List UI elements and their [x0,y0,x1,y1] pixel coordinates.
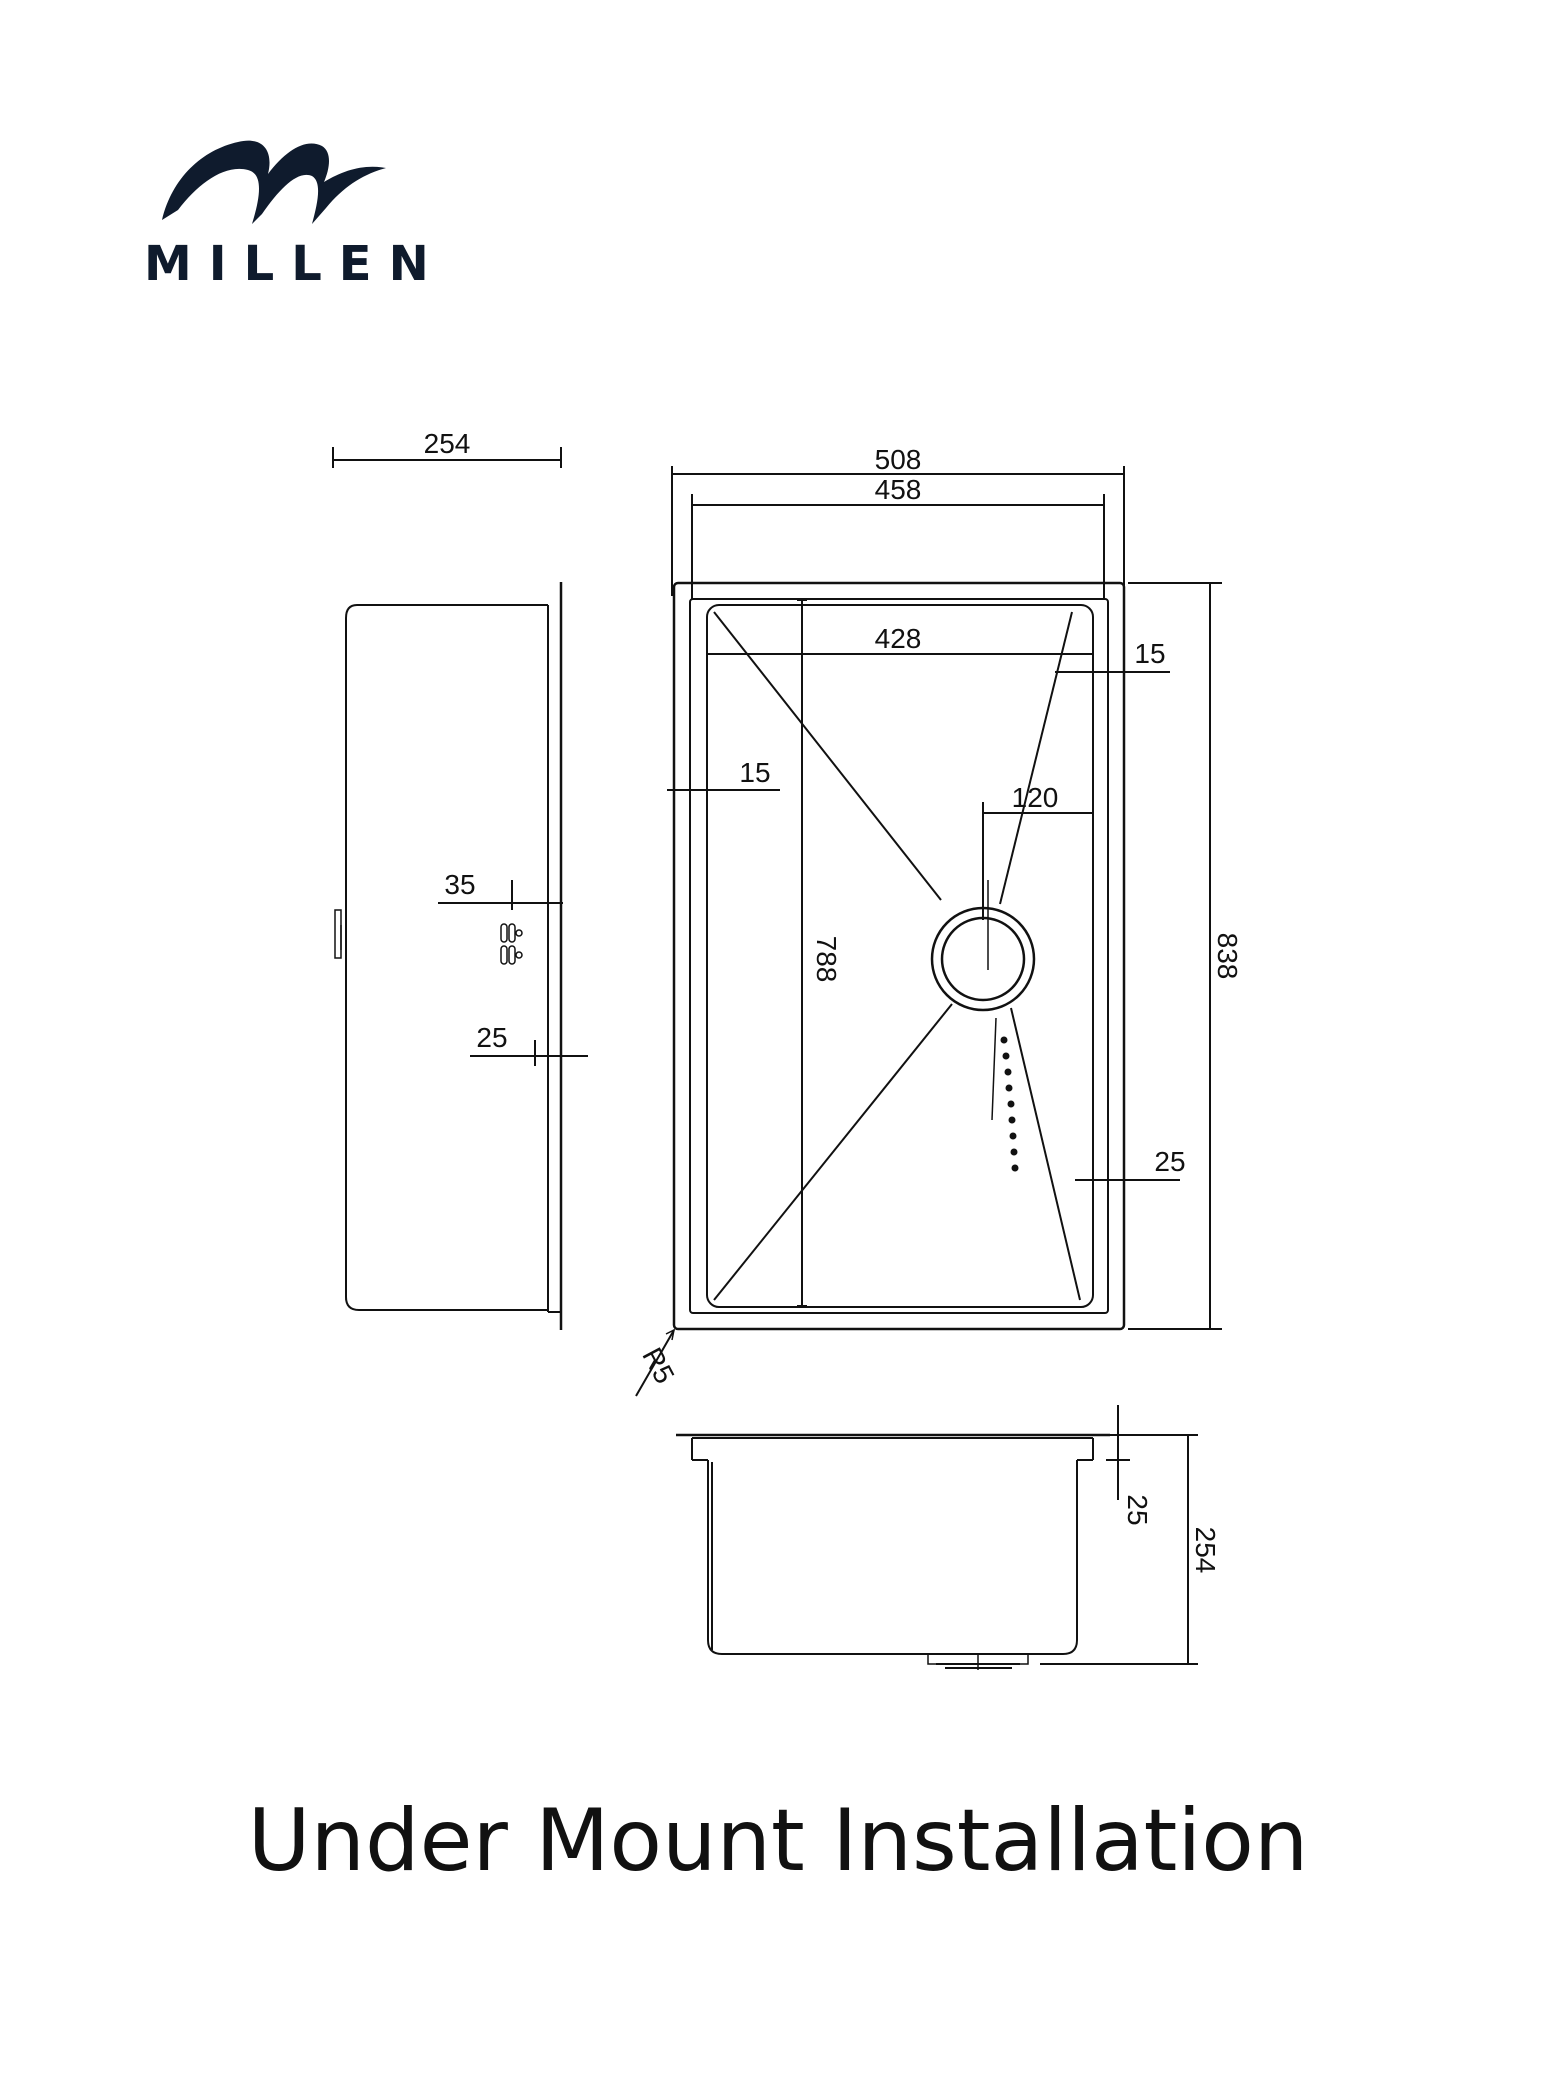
wave-logo-icon [162,140,386,224]
dim-bowl-wall: 25 [1154,1146,1185,1177]
dim-corner-radius: R5 [636,1342,680,1388]
top-view: 508 458 788 428 15 [635,444,1243,1397]
dim-bowl-length: 788 [811,936,842,983]
dim-right-flange: 15 [1134,638,1165,669]
dim-drain-offset: 120 [1012,782,1059,813]
brand-name: MILLEN [144,236,446,292]
dim-depth: 254 [1190,1527,1221,1574]
dim-front-rim: 25 [1122,1494,1153,1525]
dim-outer-width: 508 [875,444,922,475]
side-view: 254 35 25 [332,428,588,1330]
page-title: Under Mount Installation [247,1791,1309,1891]
dim-side-overflow: 35 [444,869,475,900]
dim-bowl-width: 428 [875,623,922,654]
front-view: 25 254 [676,1405,1221,1670]
dim-outer-length: 838 [1212,933,1243,980]
dim-left-flange: 15 [739,757,770,788]
dim-side-width: 254 [424,428,471,459]
dim-inner-width: 458 [875,474,922,505]
dim-side-wall: 25 [476,1022,507,1053]
